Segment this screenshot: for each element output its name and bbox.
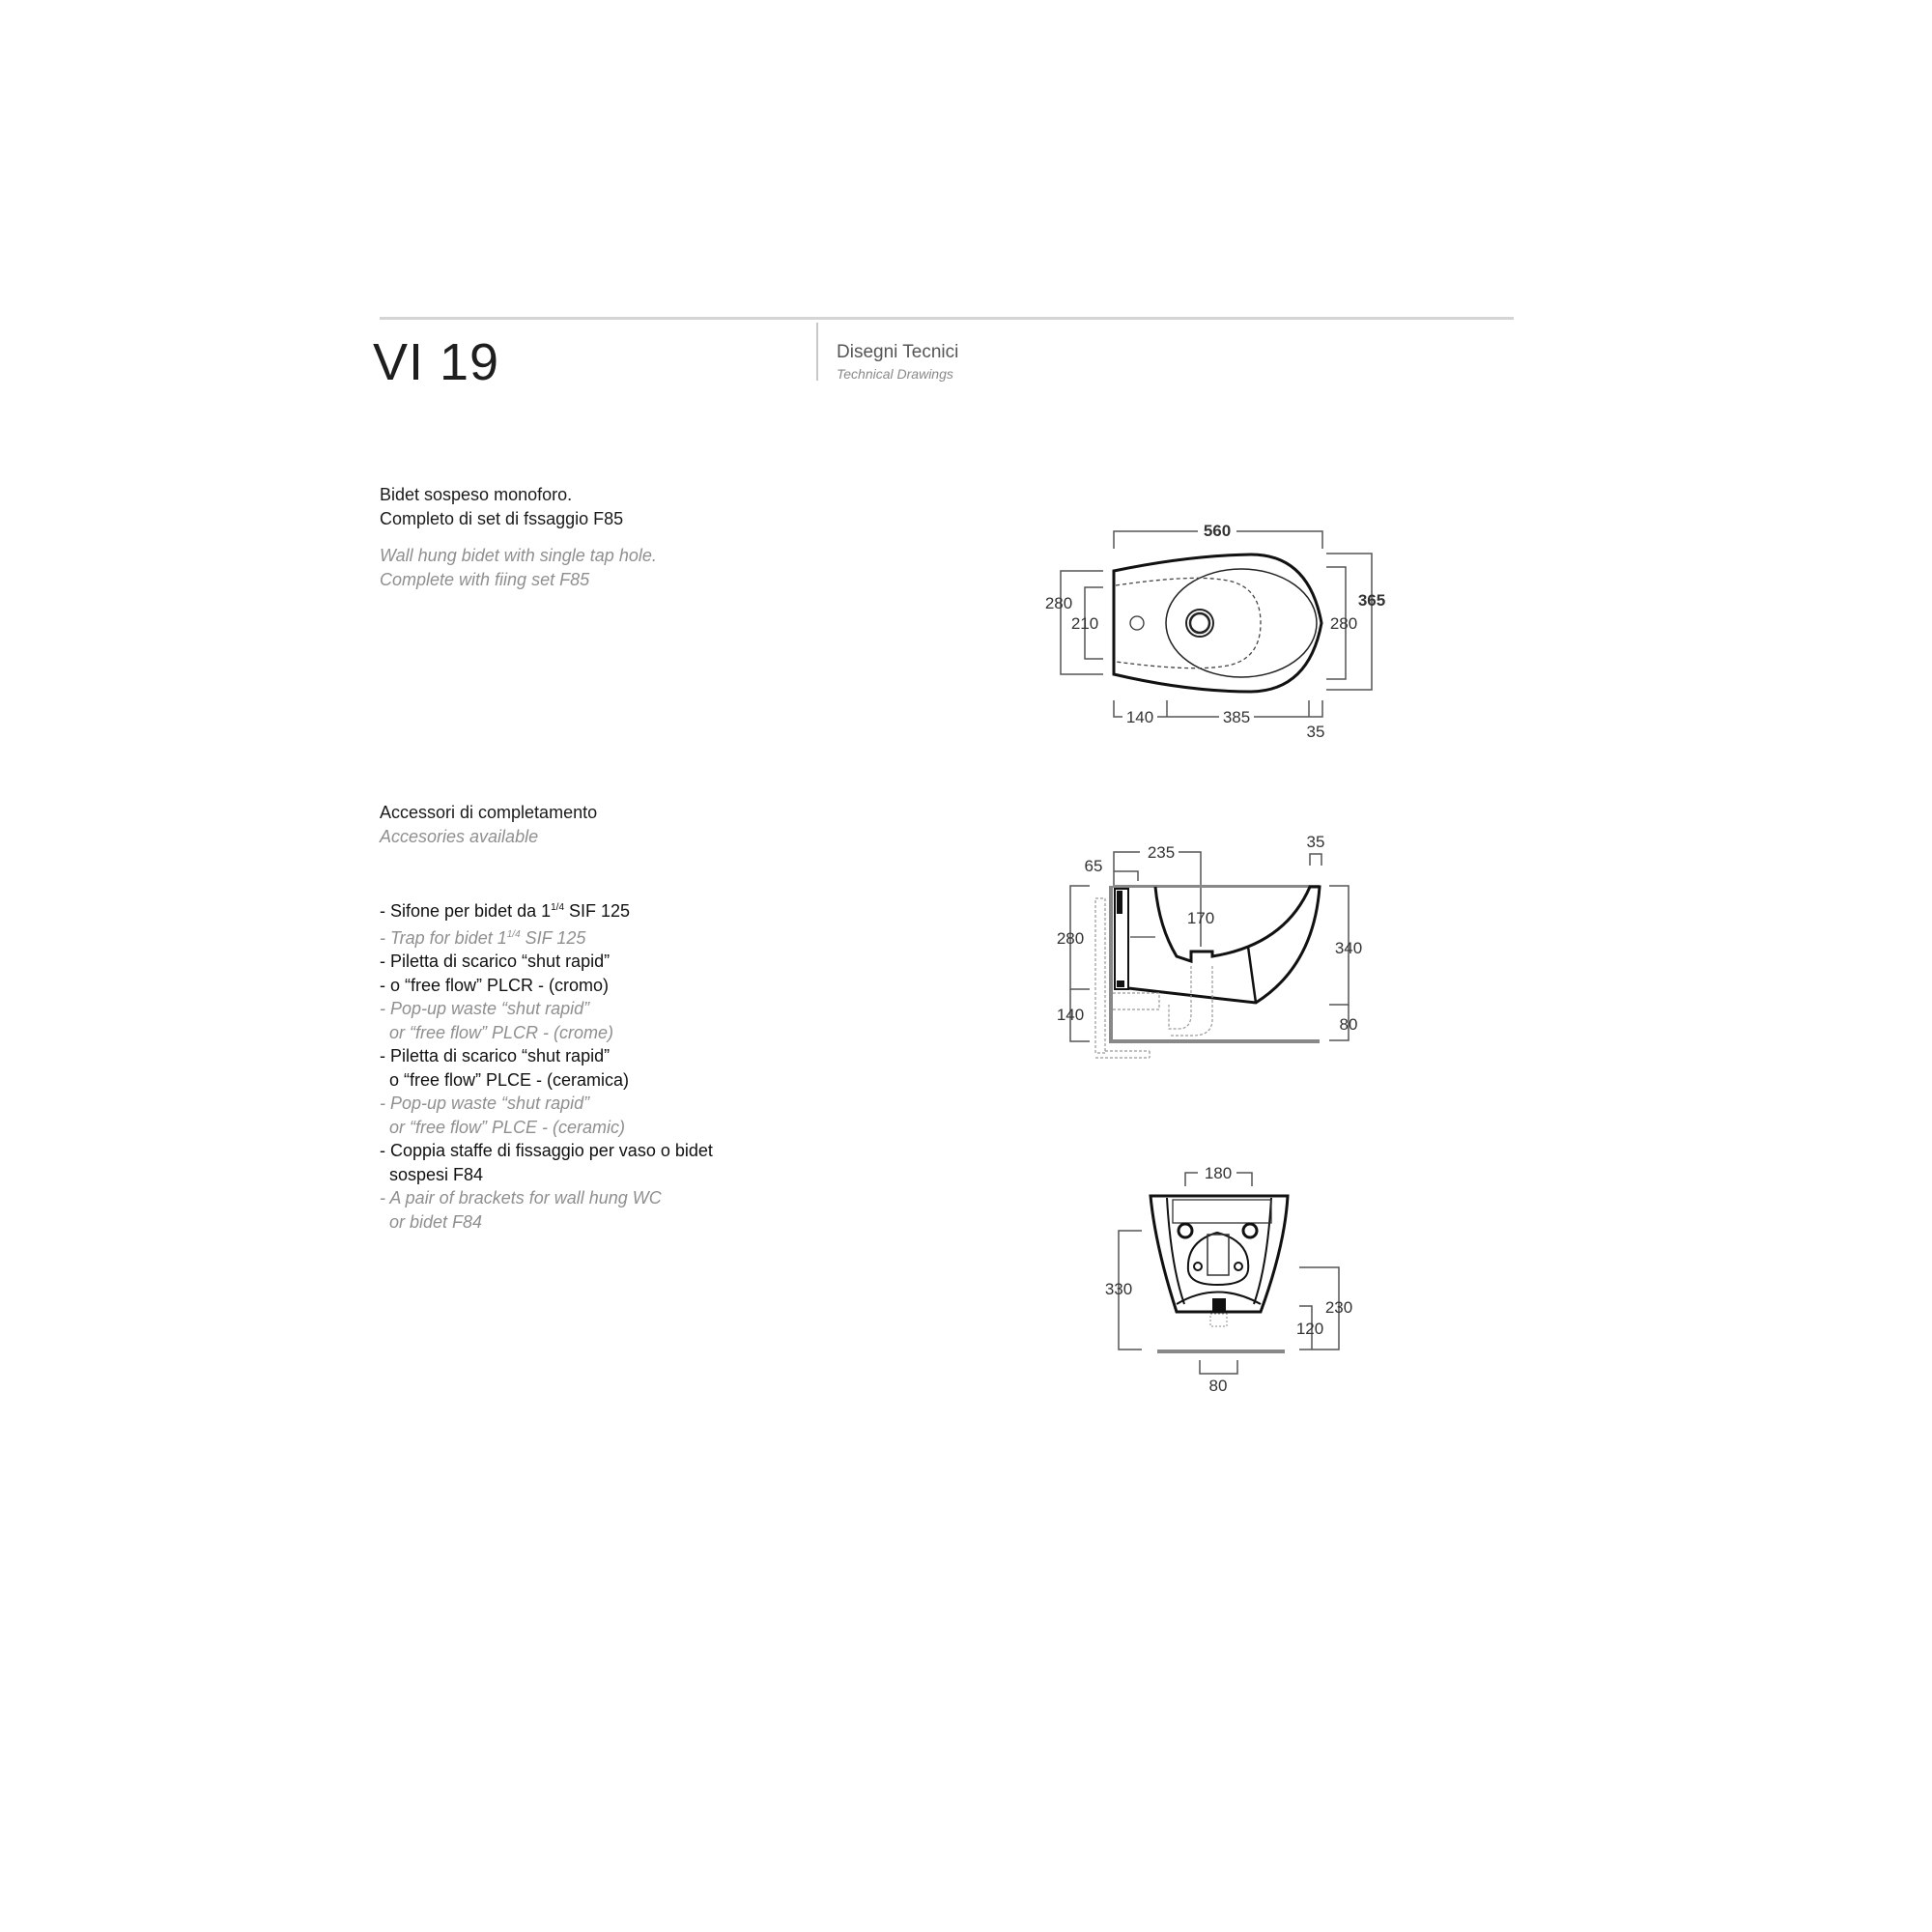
dim-140: 140 [1126, 708, 1153, 726]
dim-385: 385 [1223, 708, 1250, 726]
accessory-item-en: - Pop-up waste “shut rapid” [380, 1094, 590, 1113]
accessory-item-en: - A pair of brackets for wall hung WC [380, 1188, 662, 1208]
dim-365: 365 [1358, 591, 1385, 610]
accessory-item: - o “free flow” PLCR - (cromo) [380, 975, 610, 995]
accessory-item-en: or “free flow” PLCE - (ceramic) [380, 1117, 626, 1137]
model-code: VI 19 [373, 333, 500, 391]
dim-65: 65 [1085, 857, 1103, 875]
fixing-hole-icon [1177, 1222, 1194, 1239]
accessories-title: Accessori di completamento [380, 803, 598, 822]
dim-140-side: 140 [1057, 1006, 1084, 1024]
dim-560: 560 [1204, 522, 1231, 540]
dim-120: 120 [1296, 1320, 1323, 1338]
accessory-item-en: or bidet F84 [380, 1211, 483, 1232]
description-it-line: Completo di set di fssaggio F85 [380, 508, 624, 528]
dim-330: 330 [1105, 1280, 1132, 1298]
dim-235: 235 [1148, 843, 1175, 862]
dim-340: 340 [1335, 939, 1362, 957]
fixing-hole-icon [1241, 1222, 1259, 1239]
header-rule [380, 317, 1514, 320]
accessory-item: - Piletta di scarico “shut rapid” [380, 952, 611, 971]
accessories-section: Accessori di completamento Accesories av… [380, 801, 597, 848]
dim-80-side: 80 [1340, 1015, 1358, 1034]
top-view-drawing: 560 280 210 280 365 140 385 35 [1045, 522, 1385, 741]
accessories-subtitle: Accesories available [380, 826, 539, 846]
accessories-list: - Sifone per bidet da 11/4 SIF 125 - Tra… [380, 896, 713, 1234]
drain-outlet-icon [1212, 1298, 1226, 1312]
rear-view-drawing: 330 180 230 120 80 [1105, 1164, 1352, 1395]
accessory-item-en: - Pop-up waste “shut rapid” [380, 999, 590, 1018]
description-en-line: Complete with fiing set F85 [380, 569, 590, 589]
description-it-line: Bidet sospeso monoforo. [380, 485, 573, 504]
accessory-item: - Sifone per bidet da 11/4 SIF 125 [380, 901, 631, 921]
accessory-item-en: or “free flow” PLCR - (crome) [380, 1022, 614, 1042]
dim-210: 210 [1071, 614, 1098, 633]
dim-230: 230 [1325, 1298, 1352, 1317]
dim-80-rear: 80 [1209, 1377, 1228, 1395]
dim-180: 180 [1205, 1164, 1232, 1182]
drain-icon [1185, 609, 1214, 638]
product-description: Bidet sospeso monoforo. Completo di set … [380, 483, 657, 591]
section-title: Disegni Tecnici [837, 342, 959, 362]
accessory-item: - Coppia staffe di fissaggio per vaso o … [380, 1141, 713, 1160]
dim-170: 170 [1187, 909, 1214, 927]
accessory-item: - Piletta di scarico “shut rapid” [380, 1046, 611, 1065]
description-en-line: Wall hung bidet with single tap hole. [380, 546, 657, 565]
dim-280-right: 280 [1330, 614, 1357, 633]
side-view-drawing: 65 235 35 170 280 140 340 80 [1057, 833, 1362, 1059]
accessory-item: sospesi F84 [380, 1164, 484, 1184]
section-subtitle: Technical Drawings [837, 366, 953, 382]
accessory-item: o “free flow” PLCE - (ceramica) [380, 1069, 630, 1090]
dim-35: 35 [1307, 723, 1325, 741]
tap-hole-icon [1129, 615, 1145, 631]
header-divider [816, 323, 818, 381]
dim-280-side: 280 [1057, 929, 1084, 948]
accessory-item-en: - Trap for bidet 11/4 SIF 125 [380, 927, 586, 948]
dim-35-side: 35 [1307, 833, 1325, 851]
dim-280-left: 280 [1045, 594, 1072, 612]
